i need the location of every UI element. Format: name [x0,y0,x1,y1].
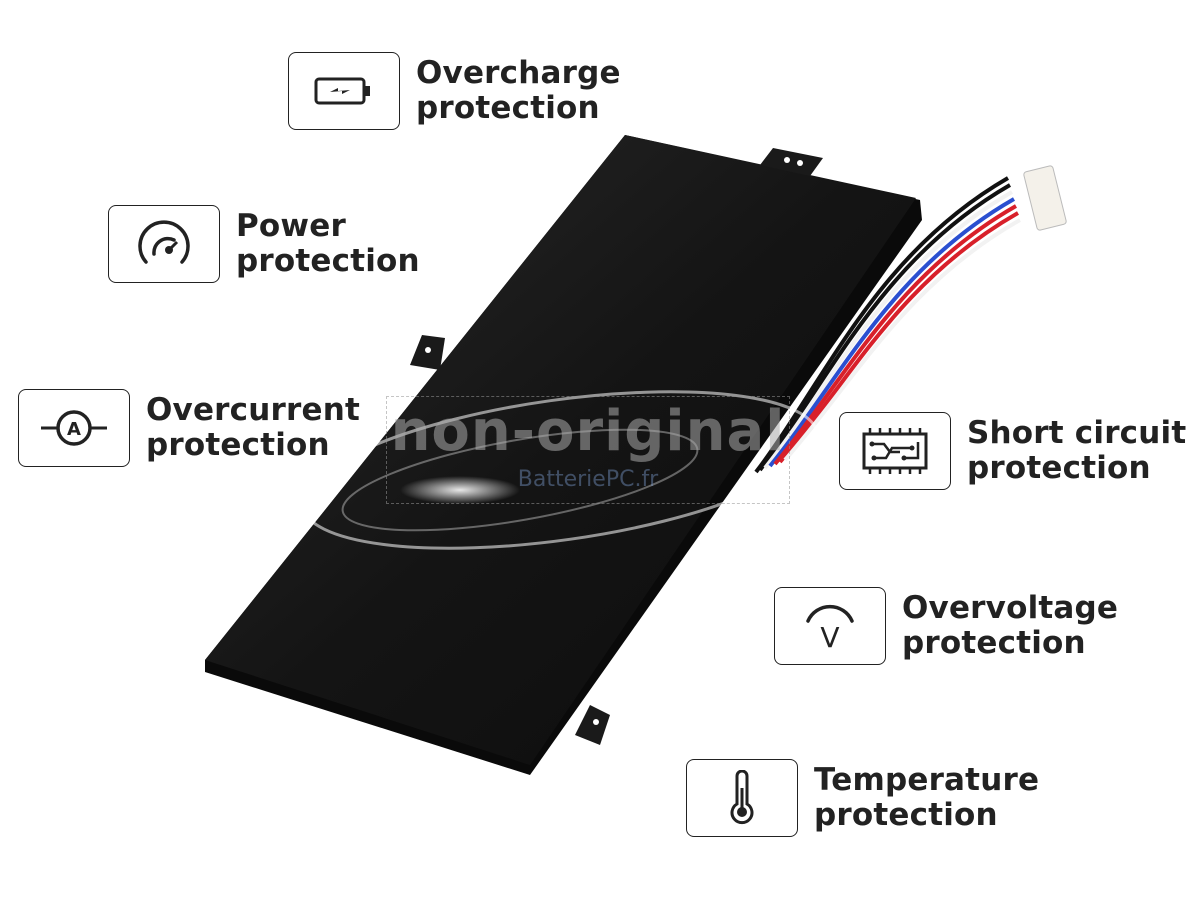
circuit-board-icon [839,412,951,490]
overcurrent-title: Overcurrent [146,392,361,428]
temperature-title: Temperature [814,762,1040,798]
feature-temperature: Temperature protection [686,759,1039,837]
watermark-main-text: non-original [390,399,786,464]
power-subtitle: protection [236,243,420,279]
power-title: Power [236,208,346,244]
svg-text:V: V [820,621,839,651]
short-circuit-subtitle: protection [967,450,1151,486]
svg-text:A: A [67,419,81,440]
light-swoosh [300,390,820,550]
voltmeter-icon: V [774,587,886,665]
short-circuit-title: Short circuit [967,415,1187,451]
feature-overcharge: Overcharge protection [288,52,621,130]
gauge-icon [108,205,220,283]
battery-wires [754,176,1021,474]
battery-connector [1023,165,1067,231]
feature-overcurrent: A Overcurrent protection [18,389,360,467]
battery-body [205,135,916,765]
thermometer-icon [686,759,798,837]
battery-tab-top [760,148,823,176]
feature-power: Power protection [108,205,420,283]
feature-overvoltage: V Overvoltage protection [774,587,1118,665]
feature-short-circuit: Short circuit protection [839,412,1186,490]
battery-tab-bottom [575,705,610,745]
overvoltage-title: Overvoltage [902,590,1119,626]
watermark-site-text: BatteriePC.fr [517,467,659,492]
overvoltage-subtitle: protection [902,625,1086,661]
overcharge-title: Overcharge [416,55,621,91]
overcharge-subtitle: protection [416,90,600,126]
battery-charge-icon [288,52,400,130]
watermark: non-original BatteriePC.fr [386,396,790,504]
ammeter-icon: A [18,389,130,467]
overcurrent-subtitle: protection [146,427,330,463]
temperature-subtitle: protection [814,797,998,833]
